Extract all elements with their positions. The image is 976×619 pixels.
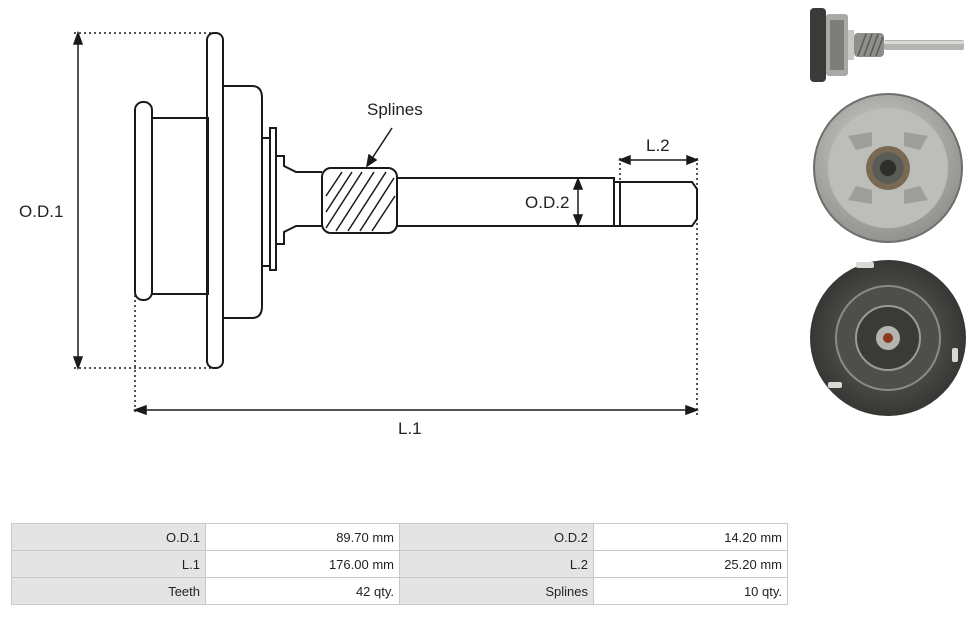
back-flange [134, 101, 153, 301]
spec-value: 10 qty. [593, 577, 788, 605]
spec-label: Teeth [11, 577, 206, 605]
spec-value: 89.70 mm [205, 523, 400, 551]
table-row: O.D.1 89.70 mm O.D.2 14.20 mm [11, 523, 788, 551]
spec-label: O.D.2 [399, 523, 594, 551]
spec-value: 176.00 mm [205, 550, 400, 578]
l1-label: L.1 [398, 419, 422, 438]
side-view-photo [810, 8, 964, 82]
spec-label: Splines [399, 577, 594, 605]
spec-label: L.1 [11, 550, 206, 578]
specs-table: O.D.1 89.70 mm O.D.2 14.20 mm L.1 176.00… [11, 523, 788, 605]
pinion-collar [276, 155, 322, 245]
od1-label: O.D.1 [19, 202, 63, 221]
l2-label: L.2 [646, 136, 670, 155]
spec-label: L.2 [399, 550, 594, 578]
spec-value: 25.20 mm [593, 550, 788, 578]
spec-label: O.D.1 [11, 523, 206, 551]
spec-value: 42 qty. [205, 577, 400, 605]
table-row: Teeth 42 qty. Splines 10 qty. [11, 577, 788, 605]
main-plate [206, 32, 224, 369]
shaft [397, 177, 615, 227]
hub-body [151, 117, 209, 295]
splines-gear [321, 167, 398, 234]
spacer-ring [261, 137, 271, 267]
splines-leader [365, 127, 393, 168]
spec-value: 14.20 mm [593, 523, 788, 551]
clutch-housing [223, 85, 263, 319]
table-row: L.1 176.00 mm L.2 25.20 mm [11, 550, 788, 578]
shaft-tip [614, 181, 698, 227]
snap-ring [269, 127, 277, 271]
rear-view-photo [810, 260, 966, 416]
od2-label: O.D.2 [525, 193, 569, 212]
technical-drawing: O.D.1 O.D.2 L.1 L.2 Splines [19, 30, 700, 438]
splines-label: Splines [367, 100, 423, 119]
front-view-photo [813, 93, 963, 243]
